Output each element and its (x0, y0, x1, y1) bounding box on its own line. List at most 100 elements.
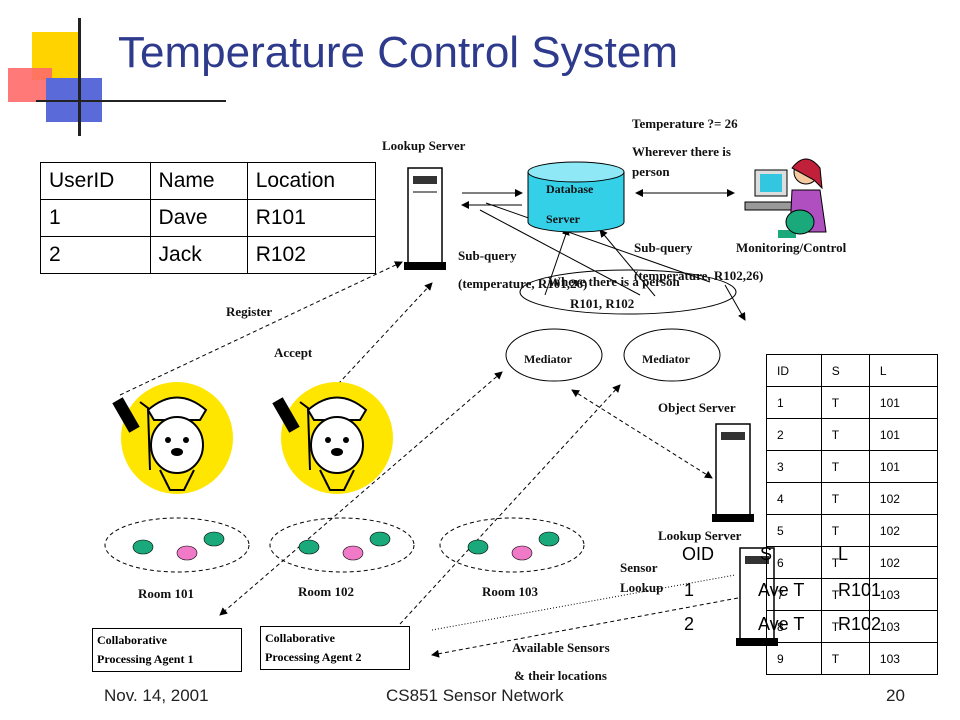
user-table-header-row: UserID Name Location (40, 162, 377, 200)
sensor-lookup-2: Lookup (620, 580, 664, 595)
deco-horizontal-line (36, 100, 226, 102)
register-label: Register (226, 304, 273, 319)
table-cell: T (820, 450, 870, 483)
oid-table-header: OID (682, 544, 715, 564)
table-cell: T (820, 482, 870, 515)
sensor-table-header-row: ID S L (766, 354, 939, 387)
table-cell: 103 (868, 642, 939, 675)
lookup-server-top-label: Lookup Server (382, 138, 466, 153)
table-cell: 8 (766, 610, 822, 643)
available-sensors-arrow (431, 597, 739, 658)
table-cell: 1 (40, 199, 151, 237)
collaborative-agent-2: Collaborative Processing Agent 2 (260, 626, 410, 670)
oid-table: OID S L 1 Ave T R101 2 Ave T R102 (680, 540, 882, 640)
table-cell: T (820, 418, 870, 451)
user-table-header: Name (149, 162, 248, 200)
where-ellipse (519, 269, 737, 315)
table-cell: 4 (766, 482, 822, 515)
room-101-ellipse (104, 517, 250, 573)
table-cell: T (820, 514, 870, 547)
footer-course: CS851 Sensor Network (386, 686, 564, 705)
monitoring-label: Monitoring/Control (736, 240, 847, 255)
agent-2-line-1: Collaborative (265, 631, 335, 645)
user-table: UserID Name Location 1 Dave R101 2 Jack … (40, 162, 377, 274)
oid-table-header: S (760, 544, 773, 564)
query-line-1: Temperature ?= 26 (632, 116, 738, 131)
page-number: 20 (886, 686, 905, 705)
agent2-mediator-arrow (399, 384, 621, 625)
slide-title: Temperature Control System (118, 28, 678, 77)
table-cell: Ave T (758, 580, 805, 600)
subquery-line-3 (544, 227, 570, 296)
table-cell: R101 (838, 580, 882, 600)
object-server-label: Object Server (658, 400, 736, 415)
accept-arrow (299, 282, 433, 426)
table-cell: 101 (868, 418, 939, 451)
lookup-server-top-icon (404, 167, 446, 270)
oid-table-header: L (838, 544, 849, 564)
agent-2-line-2: Processing Agent 2 (265, 650, 362, 664)
footer-date: Nov. 14, 2001 (104, 686, 209, 705)
table-cell: 3 (766, 450, 822, 483)
subquery-line-4 (599, 229, 656, 297)
table-cell: 2 (40, 236, 151, 274)
database-server-icon (527, 161, 625, 233)
table-cell: T (820, 610, 870, 643)
sensor-table-header: ID (766, 354, 822, 387)
sensor-table-header: L (868, 354, 939, 387)
register-arrow (119, 261, 403, 396)
table-cell: R101 (246, 199, 377, 237)
room-103-label: Room 103 (482, 584, 538, 599)
table-cell: 5 (766, 514, 822, 547)
where-label-2: R101, R102 (570, 296, 635, 311)
subquery-line-2 (485, 202, 711, 283)
sensor-table-header: S (820, 354, 870, 387)
table-cell: T (820, 546, 870, 579)
table-row: 1 Dave R101 (40, 199, 377, 237)
table-cell: T (820, 578, 870, 611)
table-row: 2 Jack R102 (40, 236, 377, 274)
table-cell: 102 (868, 546, 939, 579)
table-cell: 102 (868, 514, 939, 547)
room-102-sensors (298, 531, 391, 561)
user-table-header: Location (246, 162, 377, 200)
table-cell: 102 (868, 482, 939, 515)
mediator-agent1-arrow (219, 371, 503, 616)
user-table-header: UserID (40, 162, 151, 200)
available-sensors-2: & their locations (514, 668, 607, 683)
table-cell: 2 (684, 614, 695, 634)
subquery-line-5 (724, 284, 746, 321)
agent-1-line-1: Collaborative (97, 633, 167, 647)
query-line-2: Wherever there is (632, 144, 731, 159)
where-label-1: Where there is a person (548, 274, 680, 289)
mediator-1-label: Mediator (524, 352, 572, 366)
table-cell: 2 (766, 418, 822, 451)
table-cell: 101 (868, 386, 939, 419)
deco-red-square (8, 68, 52, 102)
subquery-right-2: (temperature, R102,26) (634, 268, 764, 283)
subquery-right-1: Sub-query (634, 240, 693, 255)
table-cell: T (820, 642, 870, 675)
mediator-1-ellipse (505, 328, 603, 382)
deco-vertical-line (78, 18, 81, 136)
table-cell: R102 (838, 614, 882, 634)
agent-1-line-2: Processing Agent 1 (97, 652, 194, 666)
subquery-left-2: (temperature, R101,26) (458, 276, 588, 291)
table-cell: 1 (766, 386, 822, 419)
sensor-lookup-arrow (431, 574, 736, 631)
mediator-2-ellipse (623, 328, 721, 382)
person-jack-icon (272, 382, 393, 494)
mediator-2-label: Mediator (642, 352, 690, 366)
table-cell: 101 (868, 450, 939, 483)
table-cell: 9 (766, 642, 822, 675)
table-cell: Jack (149, 236, 248, 274)
table-cell: R102 (246, 236, 377, 274)
lookup-server-bottom-label: Lookup Server (658, 528, 742, 543)
